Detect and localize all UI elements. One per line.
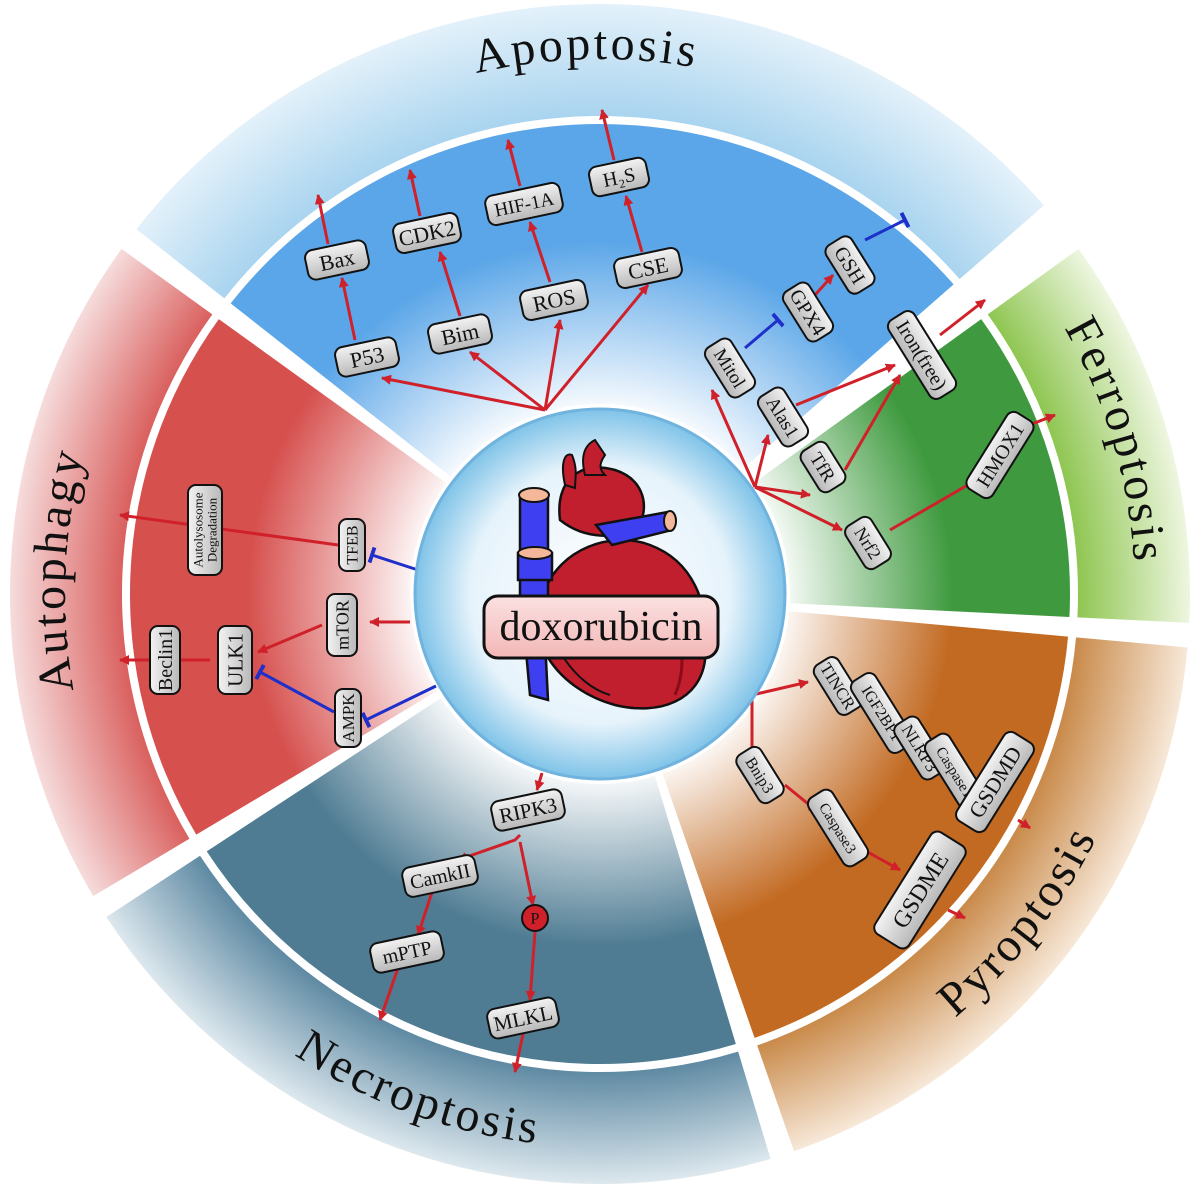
activation-arrow: [754, 485, 811, 499]
svg-text:TFEB: TFEB: [345, 525, 362, 564]
center-label-text: doxorubicin: [500, 604, 703, 650]
inhibition-edge: [864, 211, 911, 242]
activation-arrow: [511, 1033, 525, 1073]
node-autophagy-ampk: AMPK: [334, 688, 362, 748]
node-necroptosis-p: P: [521, 904, 549, 932]
node-apoptosis-hif-1a: HIF-1A: [484, 181, 564, 227]
node-autophagy-mtor: mTOR: [326, 593, 358, 657]
node-apoptosis-bim: Bim: [427, 313, 493, 355]
svg-text:mTOR: mTOR: [332, 600, 352, 650]
inhibition-edge: [254, 664, 335, 714]
node-apoptosis-ros: ROS: [519, 278, 589, 322]
node-apoptosis-bax: Bax: [304, 239, 370, 281]
activation-arrow: [437, 251, 462, 317]
activation-arrow: [710, 389, 757, 488]
activation-arrow: [528, 221, 552, 283]
activation-arrow: [543, 284, 650, 411]
activation-arrow: [469, 350, 546, 412]
node-apoptosis-cse: CSE: [613, 246, 683, 290]
center-label: doxorubicin: [482, 594, 720, 660]
node-autophagy-beclin1: Beclin1: [149, 625, 181, 695]
inner-sector-autophagy: [129, 319, 446, 835]
activation-arrow: [599, 109, 616, 161]
edge-layer: [119, 109, 1056, 1073]
activation-arrow: [505, 139, 522, 187]
inner-sector-ferroptosis: [754, 319, 1070, 617]
activation-arrow: [378, 967, 400, 1021]
node-ferroptosis-tfr: TfR: [799, 440, 847, 494]
activation-arrow: [795, 363, 896, 407]
activation-arrow: [754, 485, 843, 532]
svg-text:P: P: [531, 911, 540, 928]
activation-arrow: [257, 623, 323, 654]
center-hub: doxorubicin: [413, 407, 787, 781]
svg-text:Degradation: Degradation: [204, 497, 219, 562]
activation-arrow: [457, 833, 522, 862]
outer-ring-pyroptosis: [757, 637, 1188, 1152]
activation-arrow: [543, 319, 564, 411]
activation-arrow: [416, 891, 434, 936]
activation-arrow: [518, 841, 537, 906]
svg-text:ULK1: ULK1: [223, 633, 247, 687]
inner-sector-pyroptosis: [662, 611, 1069, 1038]
activation-arrow: [525, 931, 537, 1001]
node-autophagy-tfeb: TFEB: [338, 518, 366, 572]
activation-arrow: [1017, 818, 1031, 830]
node-autophagy-autolysosome-degradation: AutolysosomeDegradationAutolysosome Degr…: [187, 484, 223, 576]
activation-arrow: [939, 298, 986, 337]
outer-ring-necroptosis: [106, 855, 771, 1184]
activation-arrow: [753, 434, 771, 488]
activation-arrow: [314, 194, 330, 245]
inhibition-edge: [360, 684, 437, 729]
activation-arrow: [813, 273, 835, 297]
svg-text:AMPK: AMPK: [339, 693, 358, 743]
outer-ring-autophagy: [10, 248, 213, 897]
activation-arrow: [119, 511, 339, 547]
activation-arrow: [623, 195, 644, 253]
svg-text:Autolysosome: Autolysosome: [191, 492, 206, 567]
activation-arrow: [534, 772, 545, 791]
outer-ring-apoptosis: [136, 3, 1044, 299]
activation-arrow: [381, 374, 546, 412]
activation-arrow: [843, 374, 902, 471]
node-apoptosis-h-s: H₂S: [588, 156, 650, 198]
inhibition-edge: [367, 546, 419, 572]
activation-arrow: [407, 169, 422, 217]
node-apoptosis-p53: P53: [334, 336, 400, 378]
svg-text:Beclin1: Beclin1: [155, 629, 177, 691]
node-necroptosis-mptp: mPTP: [369, 930, 445, 974]
activation-arrow: [947, 908, 966, 920]
activation-arrow: [338, 277, 357, 341]
node-necroptosis-camkii: CamkII: [401, 854, 479, 898]
outer-ring-ferroptosis: [987, 248, 1191, 623]
node-autophagy-ulk1: ULK1: [217, 625, 253, 695]
node-ferroptosis-gpx4: GPX4: [781, 281, 835, 343]
inhibition-edge: [744, 312, 785, 350]
